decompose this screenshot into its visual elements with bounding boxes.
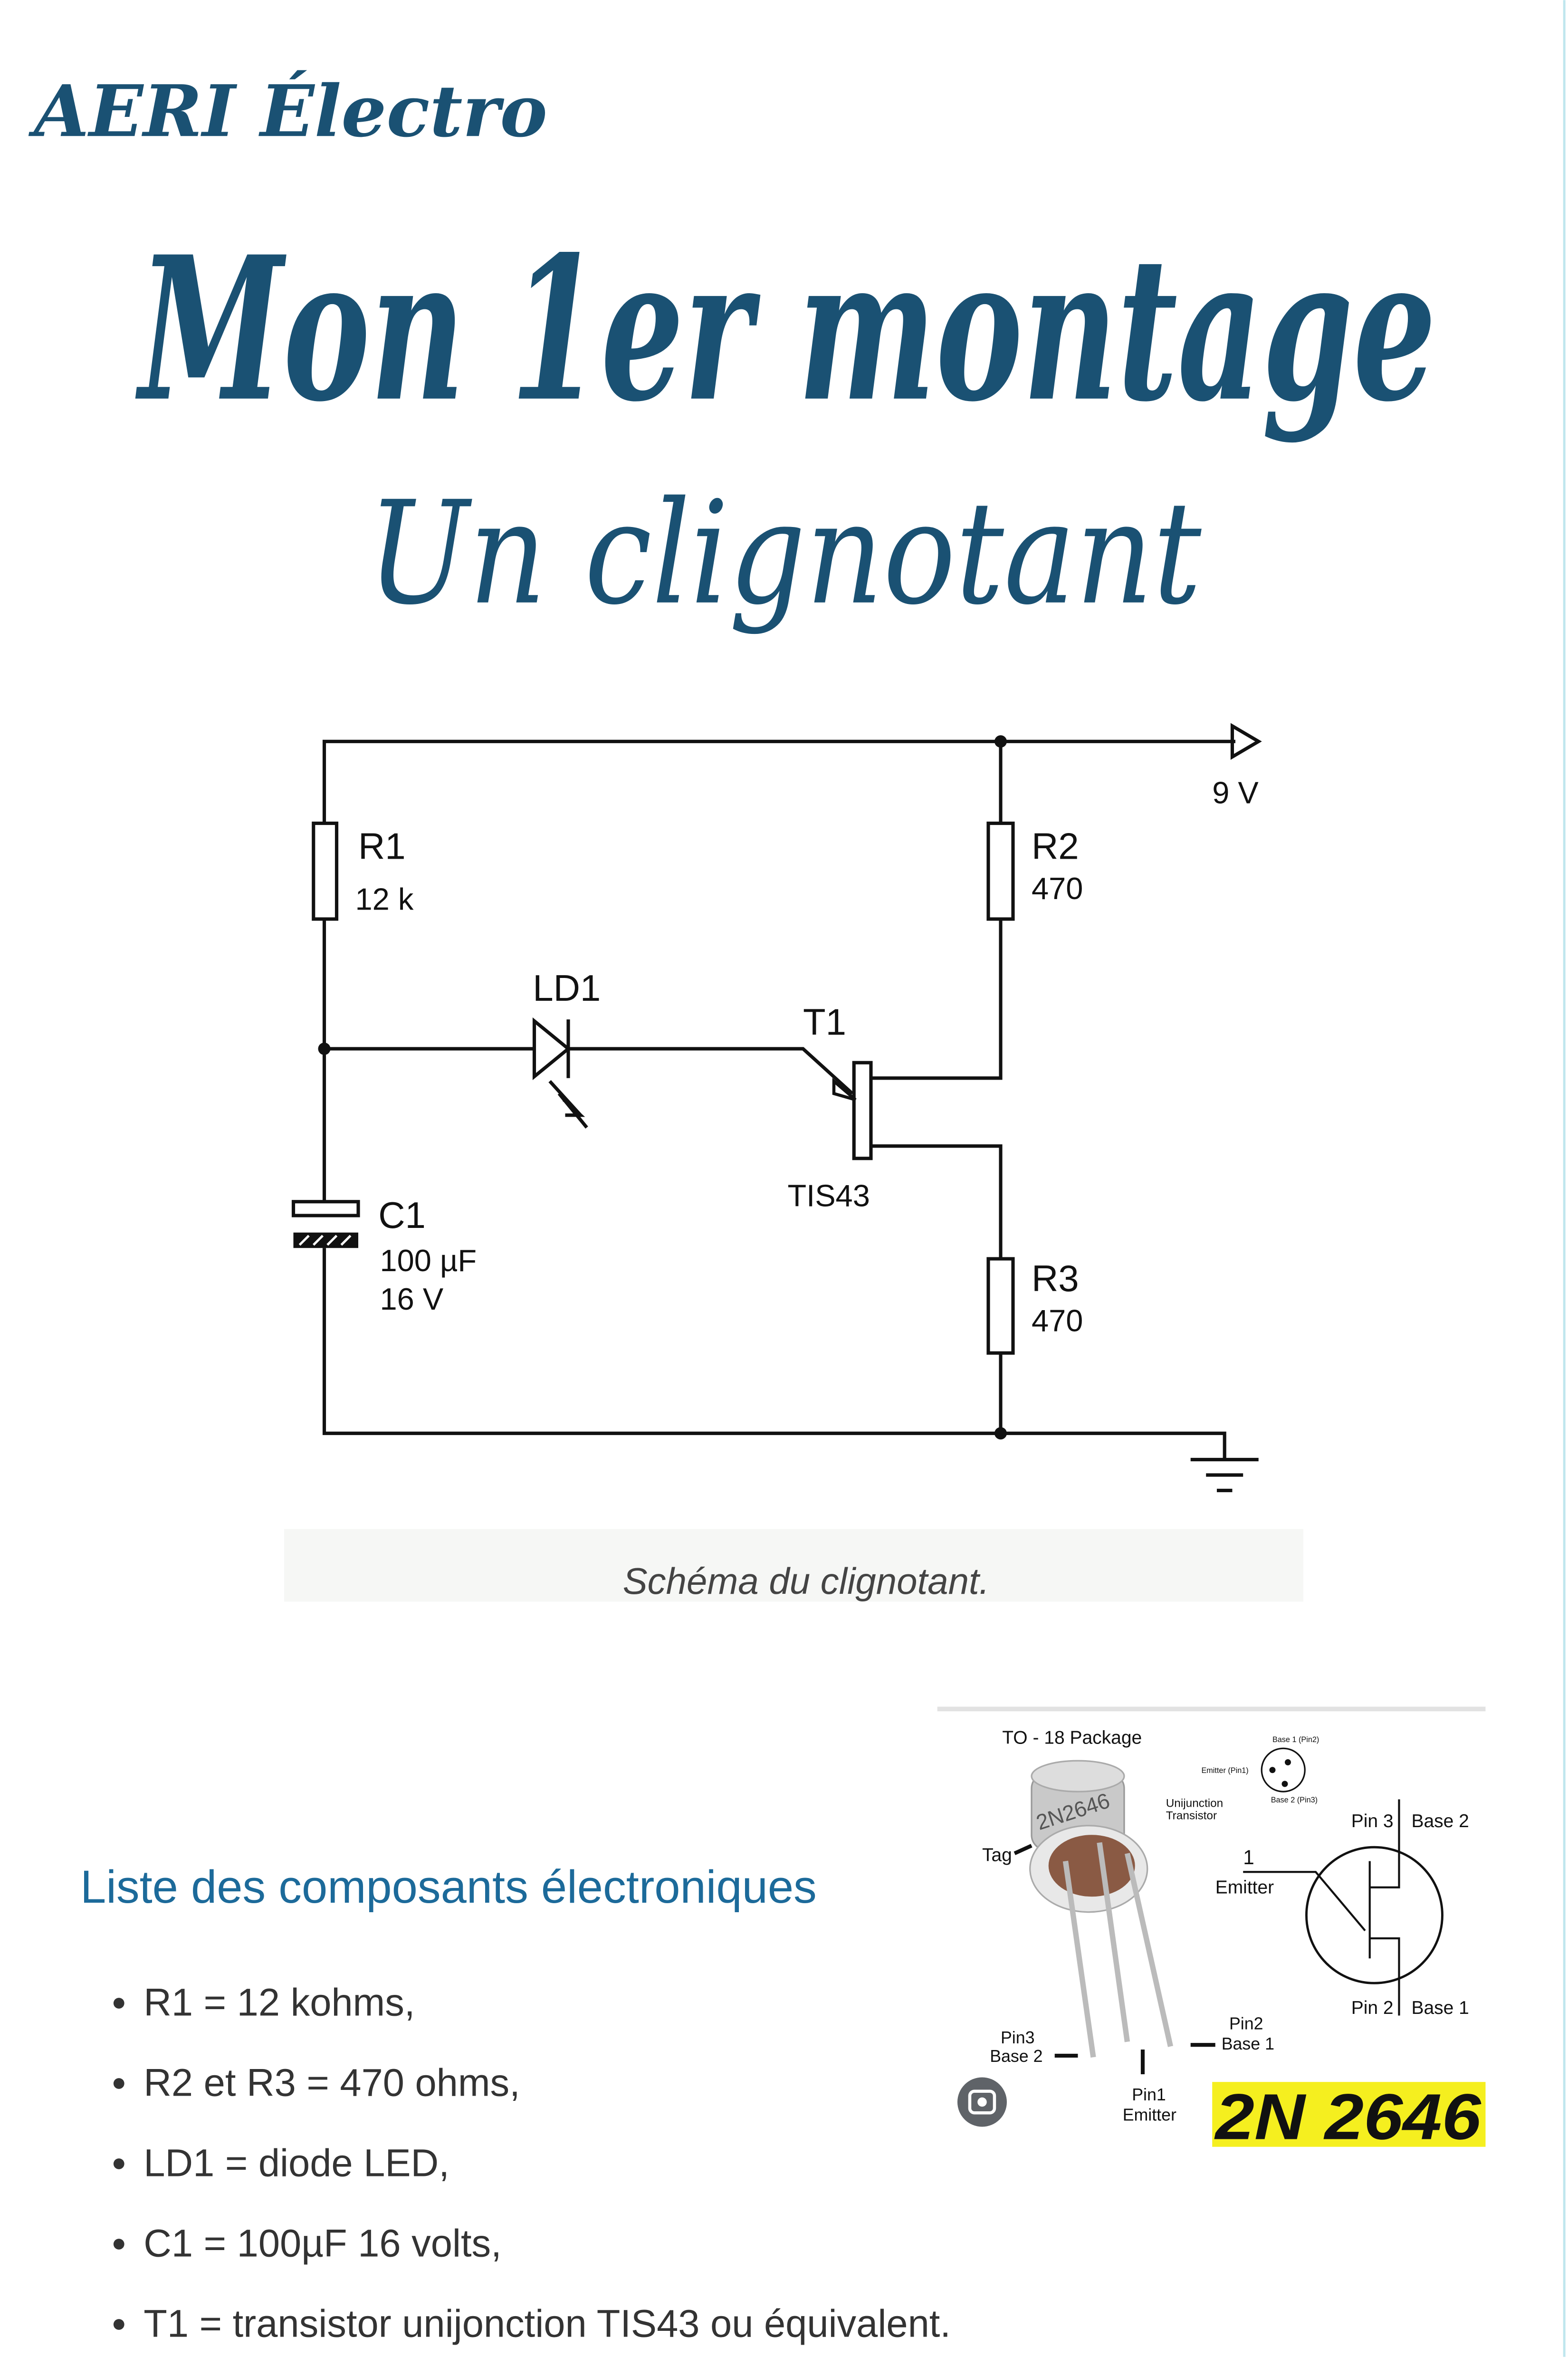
ground-icon xyxy=(1190,1457,1259,1493)
t1-transistor xyxy=(852,1061,873,1160)
sym-base1: Base 1 xyxy=(1411,1998,1469,2018)
r2-value: 470 xyxy=(1032,871,1083,906)
pinout-base1: Base 1 (Pin2) xyxy=(1272,1735,1319,1744)
r1-resistor xyxy=(312,821,339,921)
part-number-highlight xyxy=(1212,2082,1486,2147)
supply-arrow-icon xyxy=(1230,723,1262,760)
circuit-schematic: 9 V R1 12 k LD1 T1 TIS43 R2 470 R3 470 C… xyxy=(291,723,1262,1493)
r1-label: R1 xyxy=(358,825,406,867)
pinout-emitter: Emitter (Pin1) xyxy=(1201,1766,1248,1775)
brand-logo: AERI Électro xyxy=(28,70,547,153)
r1-value: 12 k xyxy=(355,882,413,917)
list-item: LD1 = diode LED, xyxy=(143,2141,449,2184)
sym-base2: Base 2 xyxy=(1411,1811,1469,1831)
led-icon xyxy=(532,1017,571,1081)
type-line1: Unijunction xyxy=(1166,1797,1224,1810)
camera-icon xyxy=(968,2089,996,2115)
r3-resistor xyxy=(986,1257,1015,1355)
c1-label: C1 xyxy=(378,1194,426,1236)
c1-voltage: 16 V xyxy=(380,1282,443,1316)
list-item: C1 = 100µF 16 volts, xyxy=(143,2222,501,2265)
package-label: TO - 18 Package xyxy=(1002,1727,1142,1748)
components-heading: Liste des composants électroniques xyxy=(80,1861,817,1913)
r2-resistor xyxy=(986,821,1015,921)
list-item: R2 et R3 = 470 ohms, xyxy=(143,2061,520,2104)
leg-pin1: Pin1 xyxy=(1132,2085,1166,2104)
pinout-base2: Base 2 (Pin3) xyxy=(1271,1796,1318,1804)
page-subtitle: Un clignotant xyxy=(367,470,1202,636)
leg-pin3: Pin3 xyxy=(1001,2028,1035,2047)
tag-label: Tag xyxy=(982,1845,1012,1865)
sym-pin2: Pin 2 xyxy=(1351,1998,1394,2018)
sym-emitter-num: 1 xyxy=(1243,1846,1254,1868)
r2-label: R2 xyxy=(1032,825,1079,867)
components-list: R1 = 12 kohms, R2 et R3 = 470 ohms, LD1 … xyxy=(113,1981,951,2345)
c1-value: 100 µF xyxy=(380,1243,477,1278)
t1-label: T1 xyxy=(803,1001,846,1043)
leg-base1: Base 1 xyxy=(1222,2034,1274,2053)
leg-emitter: Emitter xyxy=(1123,2105,1176,2124)
schematic-caption: Schéma du clignotant. xyxy=(623,1560,990,1602)
list-item: T1 = transistor unijonction TIS43 ou équ… xyxy=(143,2302,951,2345)
page-title: Mon 1er montage xyxy=(135,213,1436,446)
caption-box xyxy=(284,1529,1303,1602)
r3-label: R3 xyxy=(1032,1257,1079,1299)
list-item: R1 = 12 kohms, xyxy=(143,1981,415,2024)
part-number-label: 2N 2646 xyxy=(1214,2080,1481,2153)
c1-capacitor xyxy=(291,1200,360,1217)
type-line2: Transistor xyxy=(1166,1810,1217,1822)
t1-value: TIS43 xyxy=(787,1178,870,1213)
supply-label: 9 V xyxy=(1212,775,1259,810)
leg-base2: Base 2 xyxy=(990,2047,1042,2066)
r3-value: 470 xyxy=(1032,1303,1083,1338)
ld1-label: LD1 xyxy=(533,967,601,1009)
transistor-image: TO - 18 Package 2N2646 Unijunction Trans… xyxy=(937,1706,1486,2153)
sym-emitter: Emitter xyxy=(1215,1878,1274,1898)
lens-search-button[interactable] xyxy=(957,2077,1007,2127)
sym-pin3: Pin 3 xyxy=(1351,1811,1394,1831)
leg-pin2: Pin2 xyxy=(1229,2014,1263,2033)
